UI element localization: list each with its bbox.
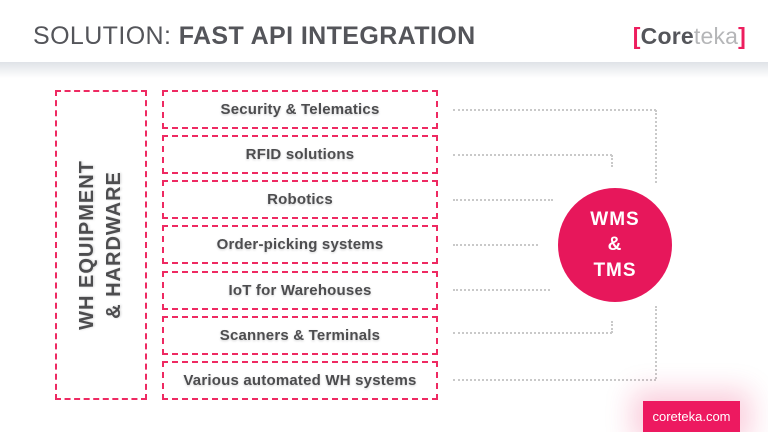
page-title: SOLUTION: FAST API INTEGRATION xyxy=(33,22,476,51)
connector-security-telematics-v xyxy=(655,110,657,183)
logo-text-secondary: teka xyxy=(693,22,739,49)
hub-line1: WMS xyxy=(590,208,640,230)
connector-robotics-h xyxy=(453,199,553,201)
item-various-automated-wh-systems: Various automated WH systems xyxy=(162,360,438,400)
hub-line3: TMS xyxy=(593,259,637,281)
item-iot-for-warehouses: IoT for Warehouses xyxy=(162,270,438,310)
logo-text-primary: Core xyxy=(640,22,694,49)
header: SOLUTION: FAST API INTEGRATION [Coreteka… xyxy=(0,0,768,62)
connector-order-picking-h xyxy=(453,244,538,246)
title-prefix: SOLUTION: xyxy=(33,21,179,50)
wms-tms-hub-circle: WMS & TMS xyxy=(558,188,672,302)
title-emphasis: INTEGRATION xyxy=(300,21,476,50)
item-scanners-terminals: Scanners & Terminals xyxy=(162,315,438,355)
logo-bracket-close: ] xyxy=(738,22,746,49)
item-robotics: Robotics xyxy=(162,180,438,220)
coreteka-logo: [Coreteka] xyxy=(633,23,746,50)
connector-iot-warehouses-h xyxy=(453,289,550,291)
category-label-line1: WH EQUIPMENT xyxy=(76,160,98,330)
hub-line2: & xyxy=(607,234,623,256)
logo-bracket-open: [ xyxy=(632,22,641,49)
category-box-wh-equipment: WH EQUIPMENT & HARDWARE xyxy=(55,90,147,400)
item-rfid-solutions: RFID solutions xyxy=(162,135,438,175)
header-shadow xyxy=(0,62,768,78)
connector-rfid-solutions-h xyxy=(453,154,612,156)
item-order-picking-systems: Order-picking systems xyxy=(162,225,438,265)
connector-various-systems-v xyxy=(655,306,657,379)
category-label-line2: & HARDWARE xyxy=(103,171,125,319)
equipment-items-column: Security & Telematics RFID solutions Rob… xyxy=(162,90,438,400)
connector-security-telematics-h xyxy=(453,109,656,111)
connector-scanners-terminals-v xyxy=(611,321,613,333)
connector-various-systems-h xyxy=(453,379,656,381)
title-middle: FAST API xyxy=(178,21,301,50)
website-link-badge[interactable]: coreteka.com xyxy=(643,401,740,432)
item-security-telematics: Security & Telematics xyxy=(162,90,438,129)
connector-rfid-solutions-v xyxy=(611,155,613,167)
connector-scanners-terminals-h xyxy=(453,332,612,334)
category-label: WH EQUIPMENT & HARDWARE xyxy=(74,160,128,330)
